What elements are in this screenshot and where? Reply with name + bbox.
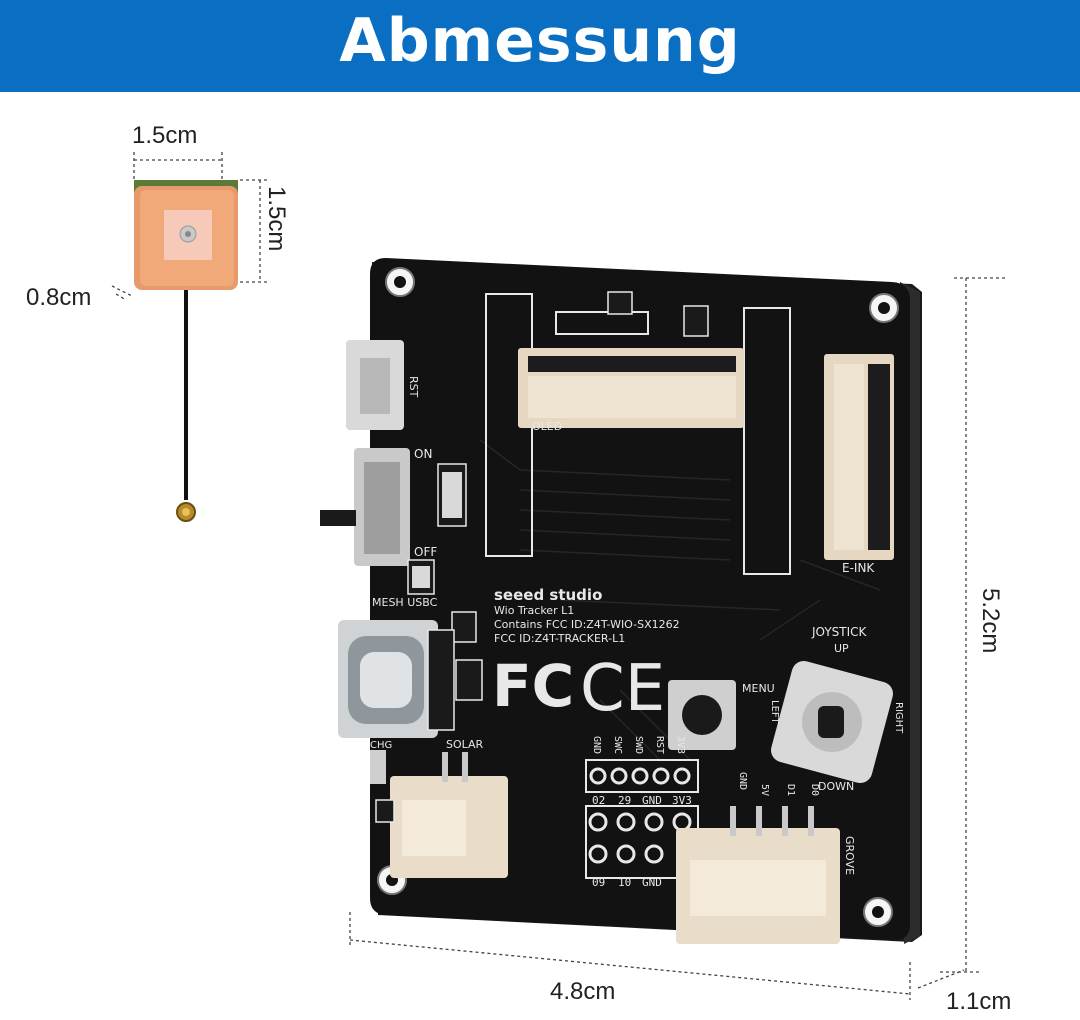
board-width-label: 4.8cm: [550, 978, 616, 1005]
grove-pin-label: D0: [809, 784, 820, 796]
board-height-label: 5.2cm: [977, 588, 1004, 654]
grove-pin-label: GND: [737, 772, 748, 790]
on-label: ON: [414, 447, 432, 461]
rst-label: RST: [407, 376, 420, 398]
header-pin-label: GND: [642, 794, 662, 807]
fcc-line2: FCC ID:Z4T-TRACKER-L1: [494, 632, 625, 645]
up-label: UP: [834, 642, 849, 655]
grove-pin-label: 5V: [759, 784, 770, 796]
model-label: Wio Tracker L1: [494, 604, 574, 617]
header-pin-label: 02: [592, 794, 605, 807]
page-title: Abmessung: [339, 6, 741, 76]
grove-pin-label: D1: [785, 784, 796, 796]
header-pin-label: 3V3: [672, 794, 692, 807]
oled-label: OLED: [532, 420, 562, 433]
swd-pin-label: RST: [654, 736, 665, 754]
brand-label: seeed studio: [494, 586, 602, 604]
fcc-logo: FC: [492, 652, 574, 720]
header-pin-label: GND: [642, 876, 662, 889]
right-label: RIGHT: [893, 702, 904, 734]
grove-pin-labels: GND 5V D1 D0: [737, 772, 820, 796]
ce-logo: CE: [580, 652, 665, 726]
board-depth-label: 1.1cm: [946, 988, 1012, 1015]
header-pin-label: 09: [592, 876, 605, 889]
header-pin-label: 29: [618, 794, 631, 807]
down-label: DOWN: [818, 780, 854, 793]
menu-label: MENU: [742, 682, 775, 695]
header-row2-labels: 09 10 GND: [592, 876, 662, 889]
gps-antenna: [134, 180, 238, 522]
joystick-label: JOYSTICK: [811, 625, 868, 639]
swd-pin-label: SWC: [612, 736, 623, 754]
left-label: LEFT: [769, 700, 780, 724]
svg-text:CE: CE: [580, 652, 665, 726]
title-banner: Abmessung: [0, 0, 1080, 92]
off-label: OFF: [414, 545, 437, 559]
header-pin-label: 10: [618, 876, 631, 889]
board-dimension-lines: [349, 277, 1008, 1000]
fcc-line1: Contains FCC ID:Z4T-WIO-SX1262: [494, 618, 680, 631]
swd-pin-label: GND: [591, 736, 602, 754]
solar-label: SOLAR: [446, 738, 484, 751]
wio-tracker-board: FC CE RST ON OFF OLED E-INK: [320, 258, 922, 944]
swd-pin-label: 3V3: [675, 736, 686, 754]
eink-label: E-INK: [842, 561, 875, 575]
antenna-width-label: 1.5cm: [132, 122, 198, 149]
mesh-usbc-label: MESH USBC: [372, 596, 438, 609]
grove-label: GROVE: [843, 836, 856, 875]
antenna-depth-label: 0.8cm: [26, 284, 92, 311]
header-row1-labels: 02 29 GND 3V3: [592, 794, 692, 807]
swd-pin-labels: GND SWC SWD RST 3V3: [591, 736, 686, 754]
antenna-height-label: 1.5cm: [263, 186, 290, 252]
antenna-dimension-lines: [111, 152, 268, 301]
swd-pin-label: SWD: [633, 736, 644, 754]
svg-text:FC: FC: [492, 652, 574, 720]
chg-label: CHG: [370, 740, 392, 751]
